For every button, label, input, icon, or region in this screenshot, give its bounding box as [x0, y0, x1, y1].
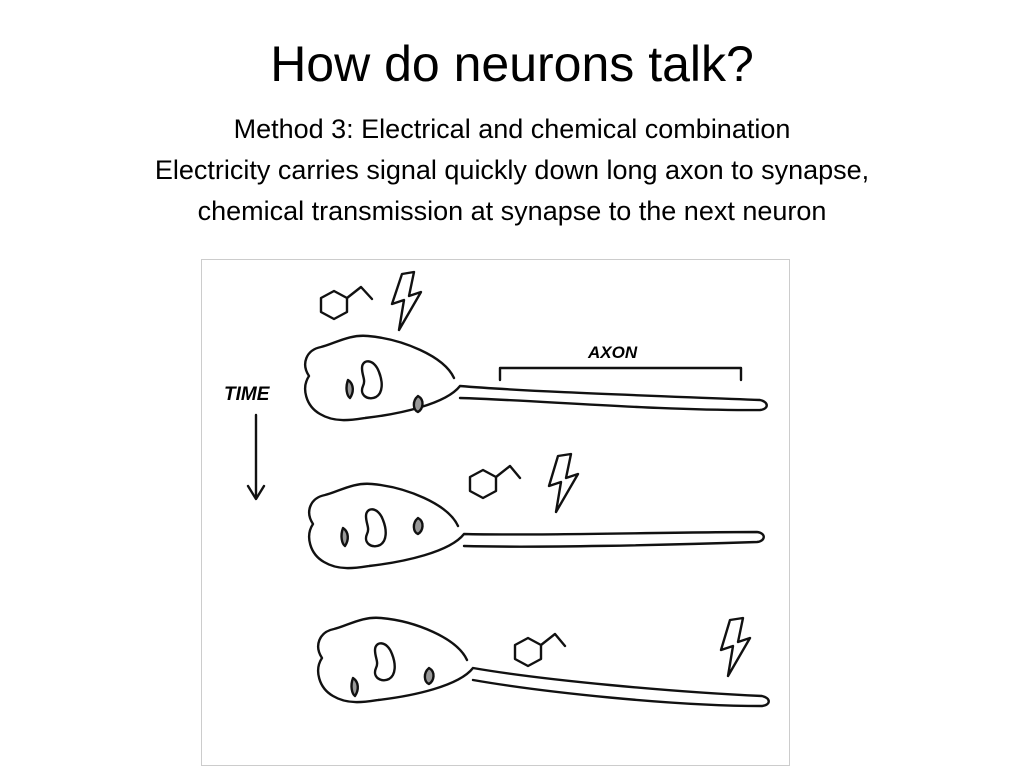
subtitle-line-3: chemical transmission at synapse to the … [197, 196, 827, 226]
lightning-bolt-icon-2 [547, 452, 580, 514]
lightning-bolt-icon-1 [390, 270, 423, 332]
axon-bracket [498, 366, 743, 382]
time-label: TIME [224, 384, 271, 405]
lightning-bolt-icon-3 [719, 616, 752, 678]
neuron-figure: AXON TIME [201, 259, 790, 766]
molecule-icon-1 [319, 285, 374, 321]
neuron-3 [317, 616, 770, 708]
molecule-icon-2 [468, 464, 522, 500]
slide-title: How do neurons talk? [270, 36, 754, 92]
molecule-icon-3 [513, 632, 567, 668]
axon-label: AXON [587, 343, 638, 362]
time-arrow [246, 413, 266, 501]
subtitle-line-1: Method 3: Electrical and chemical combin… [233, 114, 791, 144]
neuron-2 [308, 482, 765, 570]
subtitle-line-2: Electricity carries signal quickly down … [154, 155, 870, 185]
slide-subtitle: Method 3: Electrical and chemical combin… [40, 109, 984, 232]
neuron-diagram: AXON TIME [224, 270, 770, 708]
neuron-1 [304, 334, 768, 422]
